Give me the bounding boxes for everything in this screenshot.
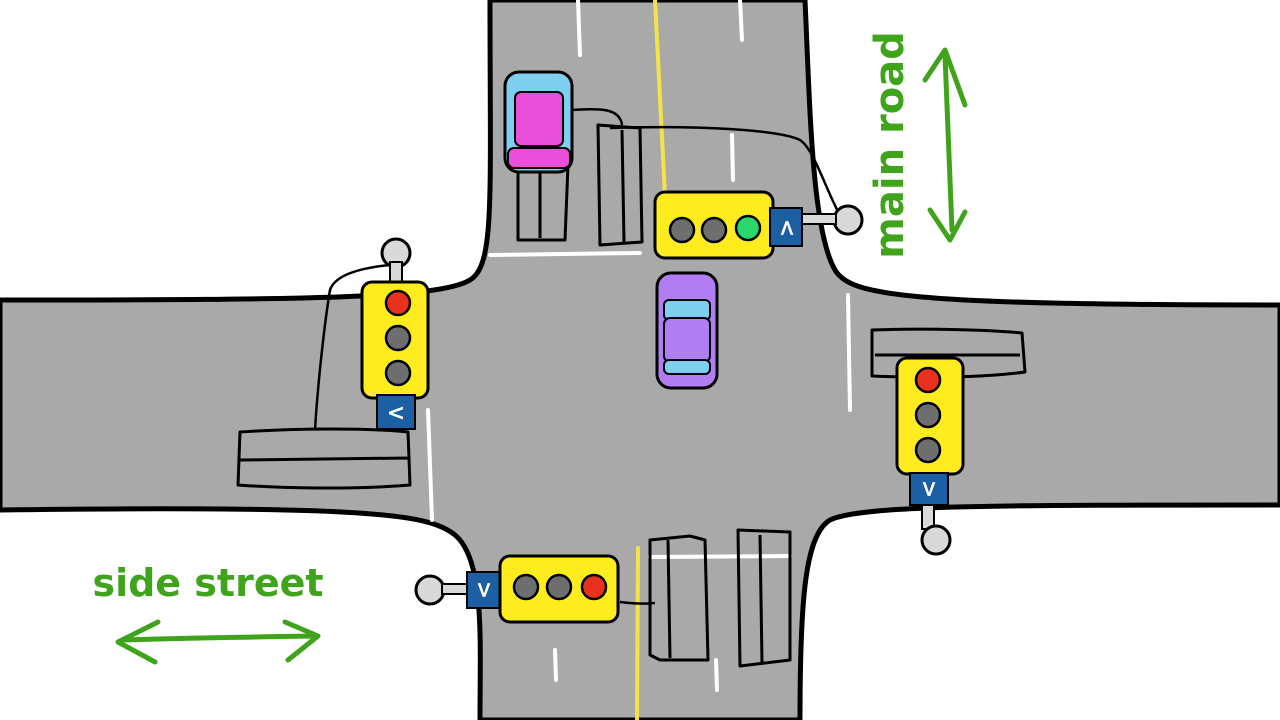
signal-wires — [313, 107, 847, 605]
signal-lamp — [512, 573, 540, 601]
signal-west: < — [360, 237, 430, 430]
signal-lamp — [545, 573, 573, 601]
signal-lamp — [700, 216, 728, 244]
double-arrow-vertical-icon — [922, 47, 968, 243]
signal-lamp — [384, 359, 412, 387]
signal-lamp — [734, 214, 762, 242]
lane-dash — [730, 133, 735, 182]
signal-arrow-glyph: < — [387, 401, 405, 426]
signal-lamp — [384, 324, 412, 352]
base-west — [236, 427, 412, 490]
signal-lamp — [668, 216, 696, 244]
signal-pole-head — [414, 574, 446, 606]
signal-pole-head — [920, 524, 952, 556]
lane-dash — [714, 658, 719, 692]
signal-arrow-glyph: > — [916, 480, 941, 498]
signal-south: > — [414, 554, 620, 624]
lane-dash — [576, 0, 582, 57]
stop-line-west — [426, 408, 434, 522]
main-road-label: main road — [867, 31, 913, 259]
side-street-label-group: side street — [92, 561, 324, 665]
signal-lamp — [914, 366, 942, 394]
stop-line-north — [488, 251, 642, 257]
stop-line-east — [846, 293, 852, 412]
signal-tag — [769, 207, 803, 247]
vehicle-magenta — [503, 70, 574, 174]
signal-east: > — [895, 356, 965, 556]
lane-dash — [738, 0, 744, 42]
stop-line-south — [648, 554, 792, 559]
side-street-label: side street — [92, 561, 323, 605]
main-road-label-group: main road — [867, 31, 968, 259]
signal-lamp — [384, 289, 412, 317]
signal-lamp — [580, 573, 608, 601]
base-south-2 — [736, 528, 792, 668]
signal-pole-head — [832, 204, 864, 236]
signal-tag — [466, 571, 504, 609]
signal-arrow-glyph: > — [471, 581, 496, 599]
signal-lamp — [914, 401, 942, 429]
double-arrow-horizontal-icon — [115, 619, 321, 665]
signal-north: > — [653, 190, 864, 260]
signal-arrow-glyph: > — [775, 219, 800, 237]
signal-lamp — [914, 436, 942, 464]
vehicle-purple — [655, 271, 719, 390]
base-north-2 — [596, 123, 644, 247]
lane-dash — [553, 648, 558, 682]
signal-tag — [376, 394, 416, 430]
yellow-centerline-south — [635, 546, 640, 720]
base-south — [648, 534, 710, 662]
